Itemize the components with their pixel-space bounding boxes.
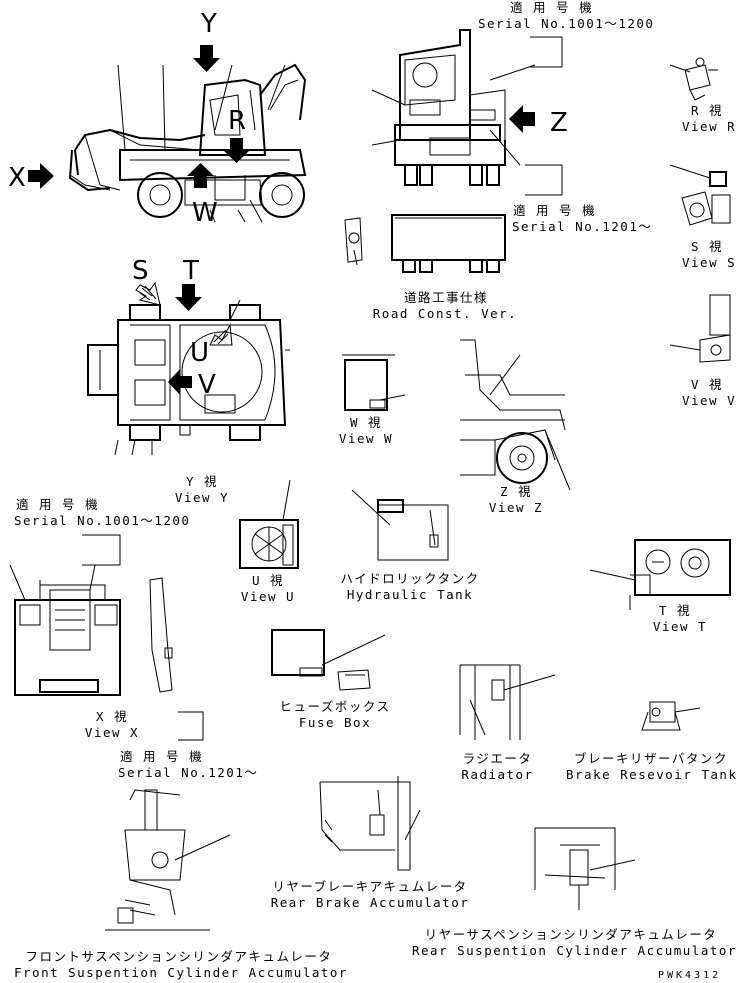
- view-v-jp: V 視: [690, 377, 724, 392]
- u-marker: U: [190, 338, 210, 368]
- view-z-drawing: [460, 339, 571, 491]
- applicable-label-2: 適 用 号 機: [513, 203, 597, 218]
- t-marker: T: [183, 256, 199, 286]
- view-x-drawing: [9, 534, 121, 696]
- view-r-jp: R 視: [690, 103, 724, 118]
- brake-tank-en: Brake Resevoir Tank: [566, 767, 736, 782]
- view-v-drawing: [669, 294, 731, 363]
- view-t-drawing: [589, 539, 731, 610]
- applicable-label-3: 適 用 号 機: [16, 497, 100, 512]
- serial-label-4: Serial No.1201～: [118, 765, 259, 780]
- r-marker: R: [228, 106, 247, 136]
- road-const-rear-view: [344, 214, 506, 273]
- brake-tank-drawing: [641, 701, 701, 731]
- view-t-jp: T 視: [658, 603, 692, 618]
- applicable-label-1: 適 用 号 機: [510, 0, 594, 15]
- w-marker: W: [192, 198, 218, 228]
- front-susp-jp: フロントサスペンションシリンダアキュムレータ: [25, 949, 333, 964]
- view-w-en: View W: [338, 431, 394, 446]
- x-marker: X: [8, 163, 26, 193]
- drawing-code: PWK4312: [658, 970, 722, 981]
- brake-tank-jp: ブレーキリザーバタンク: [574, 751, 728, 766]
- rear-susp-jp: リヤーサスペンションシリンダアキュムレータ: [424, 927, 718, 942]
- hydraulic-tank-drawing: [351, 489, 449, 561]
- hydraulic-tank-jp: ハイドロリックタンク: [340, 571, 480, 586]
- view-x-en: View X: [84, 725, 140, 740]
- view-r-en: View R: [682, 119, 736, 134]
- applicable-label-4: 適 用 号 機: [120, 749, 204, 764]
- view-s-en: View S: [682, 255, 736, 270]
- arrow-t: [175, 284, 202, 311]
- view-z-en: View Z: [488, 500, 544, 515]
- view-u-jp: U 視: [251, 573, 285, 588]
- hydraulic-tank-en: Hydraulic Tank: [346, 587, 474, 602]
- view-y-jp: Y 視: [185, 474, 219, 489]
- view-s-drawing: [669, 164, 731, 226]
- rear-brake-en: Rear Brake Accumulator: [270, 895, 470, 910]
- view-u-en: View U: [240, 589, 296, 604]
- view-w-jp: W 視: [349, 415, 383, 430]
- view-v-en: View V: [682, 393, 736, 408]
- radiator-jp: ラジエータ: [462, 751, 533, 766]
- arrow-w: [187, 163, 214, 188]
- top-view-excavator: [87, 299, 290, 456]
- front-susp-en: Front Suspention Cylinder Accumulator: [14, 965, 348, 980]
- rear-susp-accum-drawing: [534, 827, 636, 910]
- arrow-x: [28, 163, 54, 189]
- view-z-jp: Z 視: [499, 484, 533, 499]
- rear-brake-jp: リヤーブレーキアキュムレータ: [272, 879, 468, 894]
- radiator-drawing: [459, 664, 556, 740]
- serial-label-3: Serial No.1001～1200: [14, 513, 191, 528]
- rear-brake-accum-drawing: [319, 776, 421, 871]
- side-bracket-drawing: [149, 577, 204, 741]
- z-marker: Z: [550, 108, 568, 138]
- radiator-en: Radiator: [461, 767, 534, 782]
- front-susp-accum-drawing: [105, 789, 231, 931]
- road-const-jp: 道路工事仕様: [403, 290, 488, 305]
- view-u-drawing: [239, 479, 299, 569]
- serial-label-1: Serial No.1001～1200: [478, 16, 655, 31]
- road-const-en: Road Const. Ver.: [372, 306, 518, 321]
- view-r-drawing: [669, 57, 718, 101]
- view-s-jp: S 視: [690, 239, 724, 254]
- serial-label-2: Serial No.1201～: [512, 219, 653, 234]
- rear-view-excavator: [371, 29, 563, 196]
- y-marker: Y: [201, 9, 217, 39]
- view-t-en: View T: [652, 619, 708, 634]
- s-marker: S: [132, 256, 149, 286]
- v-marker: V: [198, 370, 216, 400]
- arrow-r: [223, 138, 250, 163]
- view-w-drawing: [342, 354, 406, 411]
- fuse-box-jp: ヒューズボックス: [279, 699, 391, 714]
- view-y-en: View Y: [174, 490, 230, 505]
- fuse-box-en: Fuse Box: [298, 715, 372, 730]
- fuse-box-drawing: [271, 629, 386, 691]
- rear-susp-en: Rear Suspention Cylinder Accumulator: [412, 943, 736, 958]
- arrow-z: [509, 105, 535, 133]
- side-view-excavator: [68, 63, 307, 223]
- arrow-y: [193, 45, 220, 72]
- view-x-jp: X 視: [95, 709, 129, 724]
